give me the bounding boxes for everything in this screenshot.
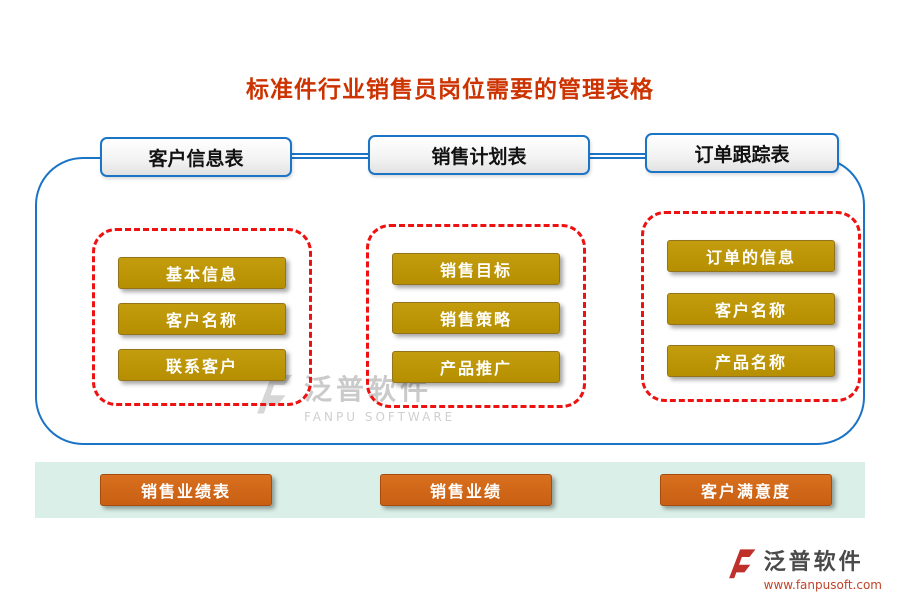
footer-logo-url: www.fanpusoft.com [763, 578, 882, 592]
item-order-customer-name: 客户名称 [667, 292, 835, 325]
table-header-order-tracking: 订单跟踪表 [645, 133, 839, 173]
group-sales-plan: 销售目标 销售策略 产品推广 [366, 224, 586, 408]
item-product-promotion: 产品推广 [392, 351, 560, 383]
item-sales-strategy: 销售策略 [392, 302, 560, 334]
page-title: 标准件行业销售员岗位需要的管理表格 [246, 77, 654, 103]
bottom-item-customer-satisfaction: 客户满意度 [660, 474, 832, 506]
item-customer-name: 客户名称 [118, 303, 286, 335]
footer-logo-name: 泛普软件 [763, 550, 864, 575]
group-customer-info: 基本信息 客户名称 联系客户 [92, 228, 312, 406]
bottom-item-sales-performance-table: 销售业绩表 [100, 474, 272, 506]
item-sales-target: 销售目标 [392, 253, 560, 285]
bottom-item-sales-performance: 销售业绩 [380, 474, 552, 506]
group-order-tracking: 订单的信息 客户名称 产品名称 [641, 211, 861, 402]
fanpu-logo-icon [728, 549, 756, 579]
watermark-subtitle: FANPU SOFTWARE [304, 410, 456, 424]
table-header-customer-info: 客户信息表 [100, 137, 292, 177]
footer-logo: 泛普软件 www.fanpusoft.com [724, 544, 882, 592]
table-header-sales-plan: 销售计划表 [368, 135, 590, 175]
item-order-info: 订单的信息 [667, 240, 835, 272]
item-product-name: 产品名称 [667, 345, 835, 377]
item-basic-info: 基本信息 [118, 257, 286, 289]
item-contact-customer: 联系客户 [118, 349, 286, 381]
